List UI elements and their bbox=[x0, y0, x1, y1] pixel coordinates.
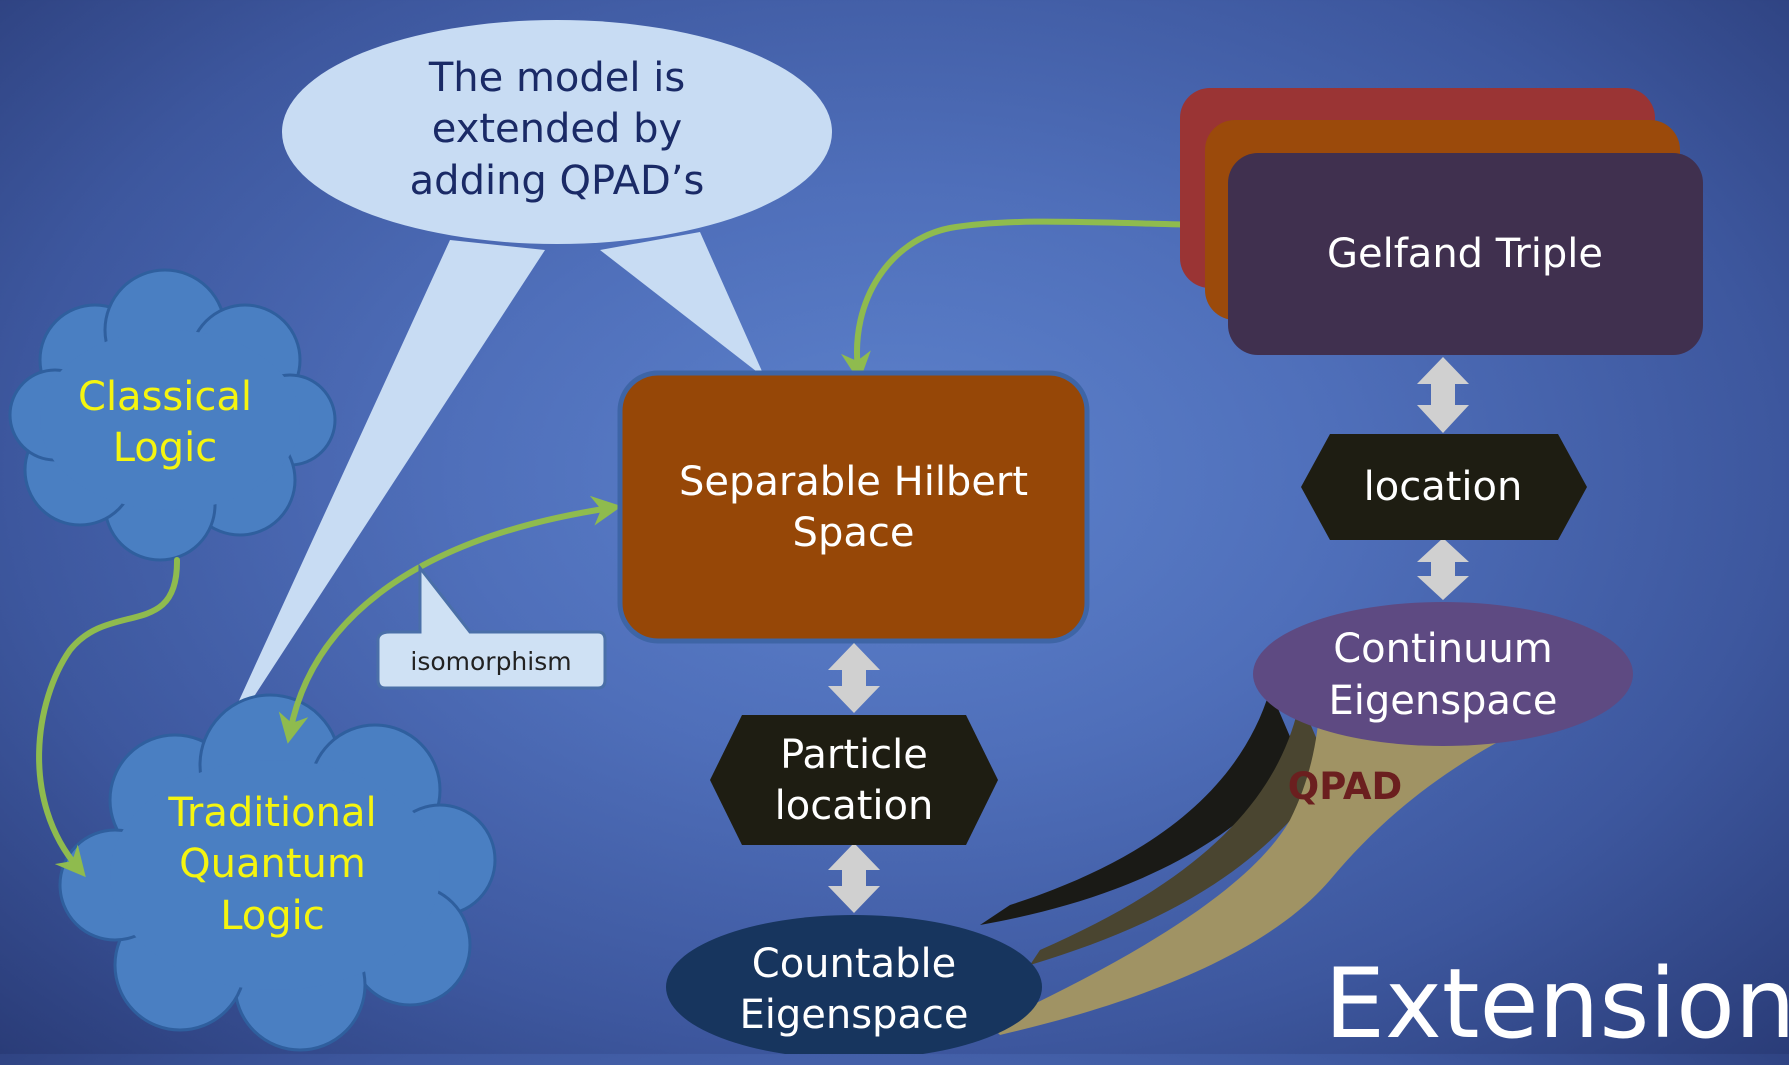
location-continuum-double-arrow bbox=[1417, 538, 1469, 600]
countable-eigenspace-label: Countable Eigenspace bbox=[739, 940, 969, 1038]
classical-logic-label: Classical Logic bbox=[78, 373, 252, 471]
qpad-shape bbox=[980, 690, 1530, 1035]
particle-location-hexagon bbox=[710, 715, 998, 845]
particle-location-label: Particle location bbox=[774, 731, 934, 829]
continuum-eigenspace-ellipse bbox=[1253, 602, 1633, 746]
qpad-label: QPAD bbox=[1287, 765, 1403, 809]
slide-title: Extension bbox=[1324, 947, 1789, 1060]
quantum-logic-label: Traditional Quantum Logic bbox=[168, 790, 377, 939]
gelfand-triple-label: Gelfand Triple bbox=[1327, 231, 1603, 278]
location-hexagon bbox=[1301, 434, 1587, 540]
quantum-logic-cloud bbox=[58, 693, 497, 1052]
continuum-eigenspace-label: Continuum Eigenspace bbox=[1328, 626, 1558, 724]
green-arrows bbox=[36, 209, 1212, 878]
countable-eigenspace-ellipse bbox=[666, 915, 1042, 1054]
classical-to-quantum-arrow bbox=[36, 557, 181, 878]
classical-logic-cloud bbox=[8, 268, 337, 562]
isomorphism-label: isomorphism bbox=[410, 647, 572, 676]
location-label: location bbox=[1363, 464, 1523, 511]
hilbert-space-box bbox=[617, 370, 1090, 644]
particle-countable-double-arrow bbox=[828, 843, 880, 913]
double-arrows bbox=[828, 357, 1469, 913]
isomorphism-arrow bbox=[278, 495, 622, 744]
gelfand-location-double-arrow bbox=[1417, 357, 1469, 433]
hilbert-space-label: Separable Hilbert Space bbox=[678, 458, 1029, 556]
callout-text: The model is extended by adding QPAD’s bbox=[409, 55, 705, 204]
gelfand-triple-stack bbox=[1180, 88, 1703, 355]
isomorphism-callout bbox=[376, 563, 607, 690]
hilbert-particle-double-arrow bbox=[828, 643, 880, 713]
hilbert-gelfand-arrow bbox=[841, 209, 1212, 382]
